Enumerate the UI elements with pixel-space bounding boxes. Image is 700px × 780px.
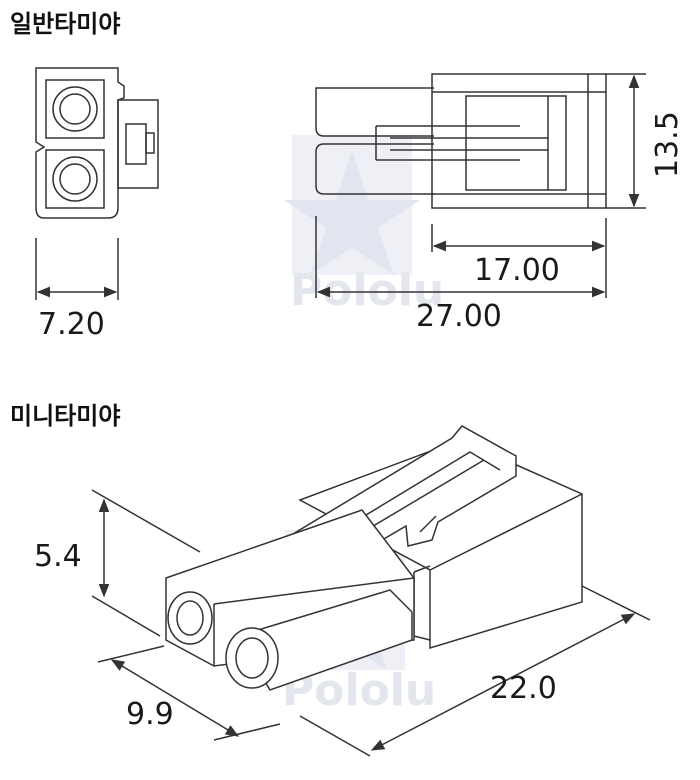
standard-width-label: 7.20 — [38, 307, 105, 342]
mini-length-label: 22.0 — [490, 671, 557, 706]
mini-isometric-view — [165, 425, 583, 691]
standard-inner-length-label: 17.00 — [474, 253, 560, 288]
standard-total-length-label: 27.00 — [416, 299, 502, 334]
standard-length-dimensions: 17.00 27.00 — [315, 216, 607, 334]
mini-tamiya-heading: 미니타미야 — [10, 402, 121, 430]
mini-width-dimension: 9.9 — [97, 645, 281, 741]
standard-height-label: 13.5 — [650, 111, 685, 178]
standard-height-dimension: 13.5 — [606, 73, 685, 209]
standard-tamiya-heading: 일반타미야 — [10, 10, 121, 38]
mini-height-label: 5.4 — [34, 539, 82, 574]
standard-front-view — [35, 67, 159, 219]
mini-height-dimension: 5.4 — [34, 489, 201, 637]
mini-length-dimension: 22.0 — [299, 585, 651, 757]
watermark-top: Pololu — [284, 135, 444, 316]
standard-width-dimension: 7.20 — [35, 238, 119, 342]
mini-width-label: 9.9 — [126, 697, 174, 732]
standard-side-view — [315, 73, 607, 209]
